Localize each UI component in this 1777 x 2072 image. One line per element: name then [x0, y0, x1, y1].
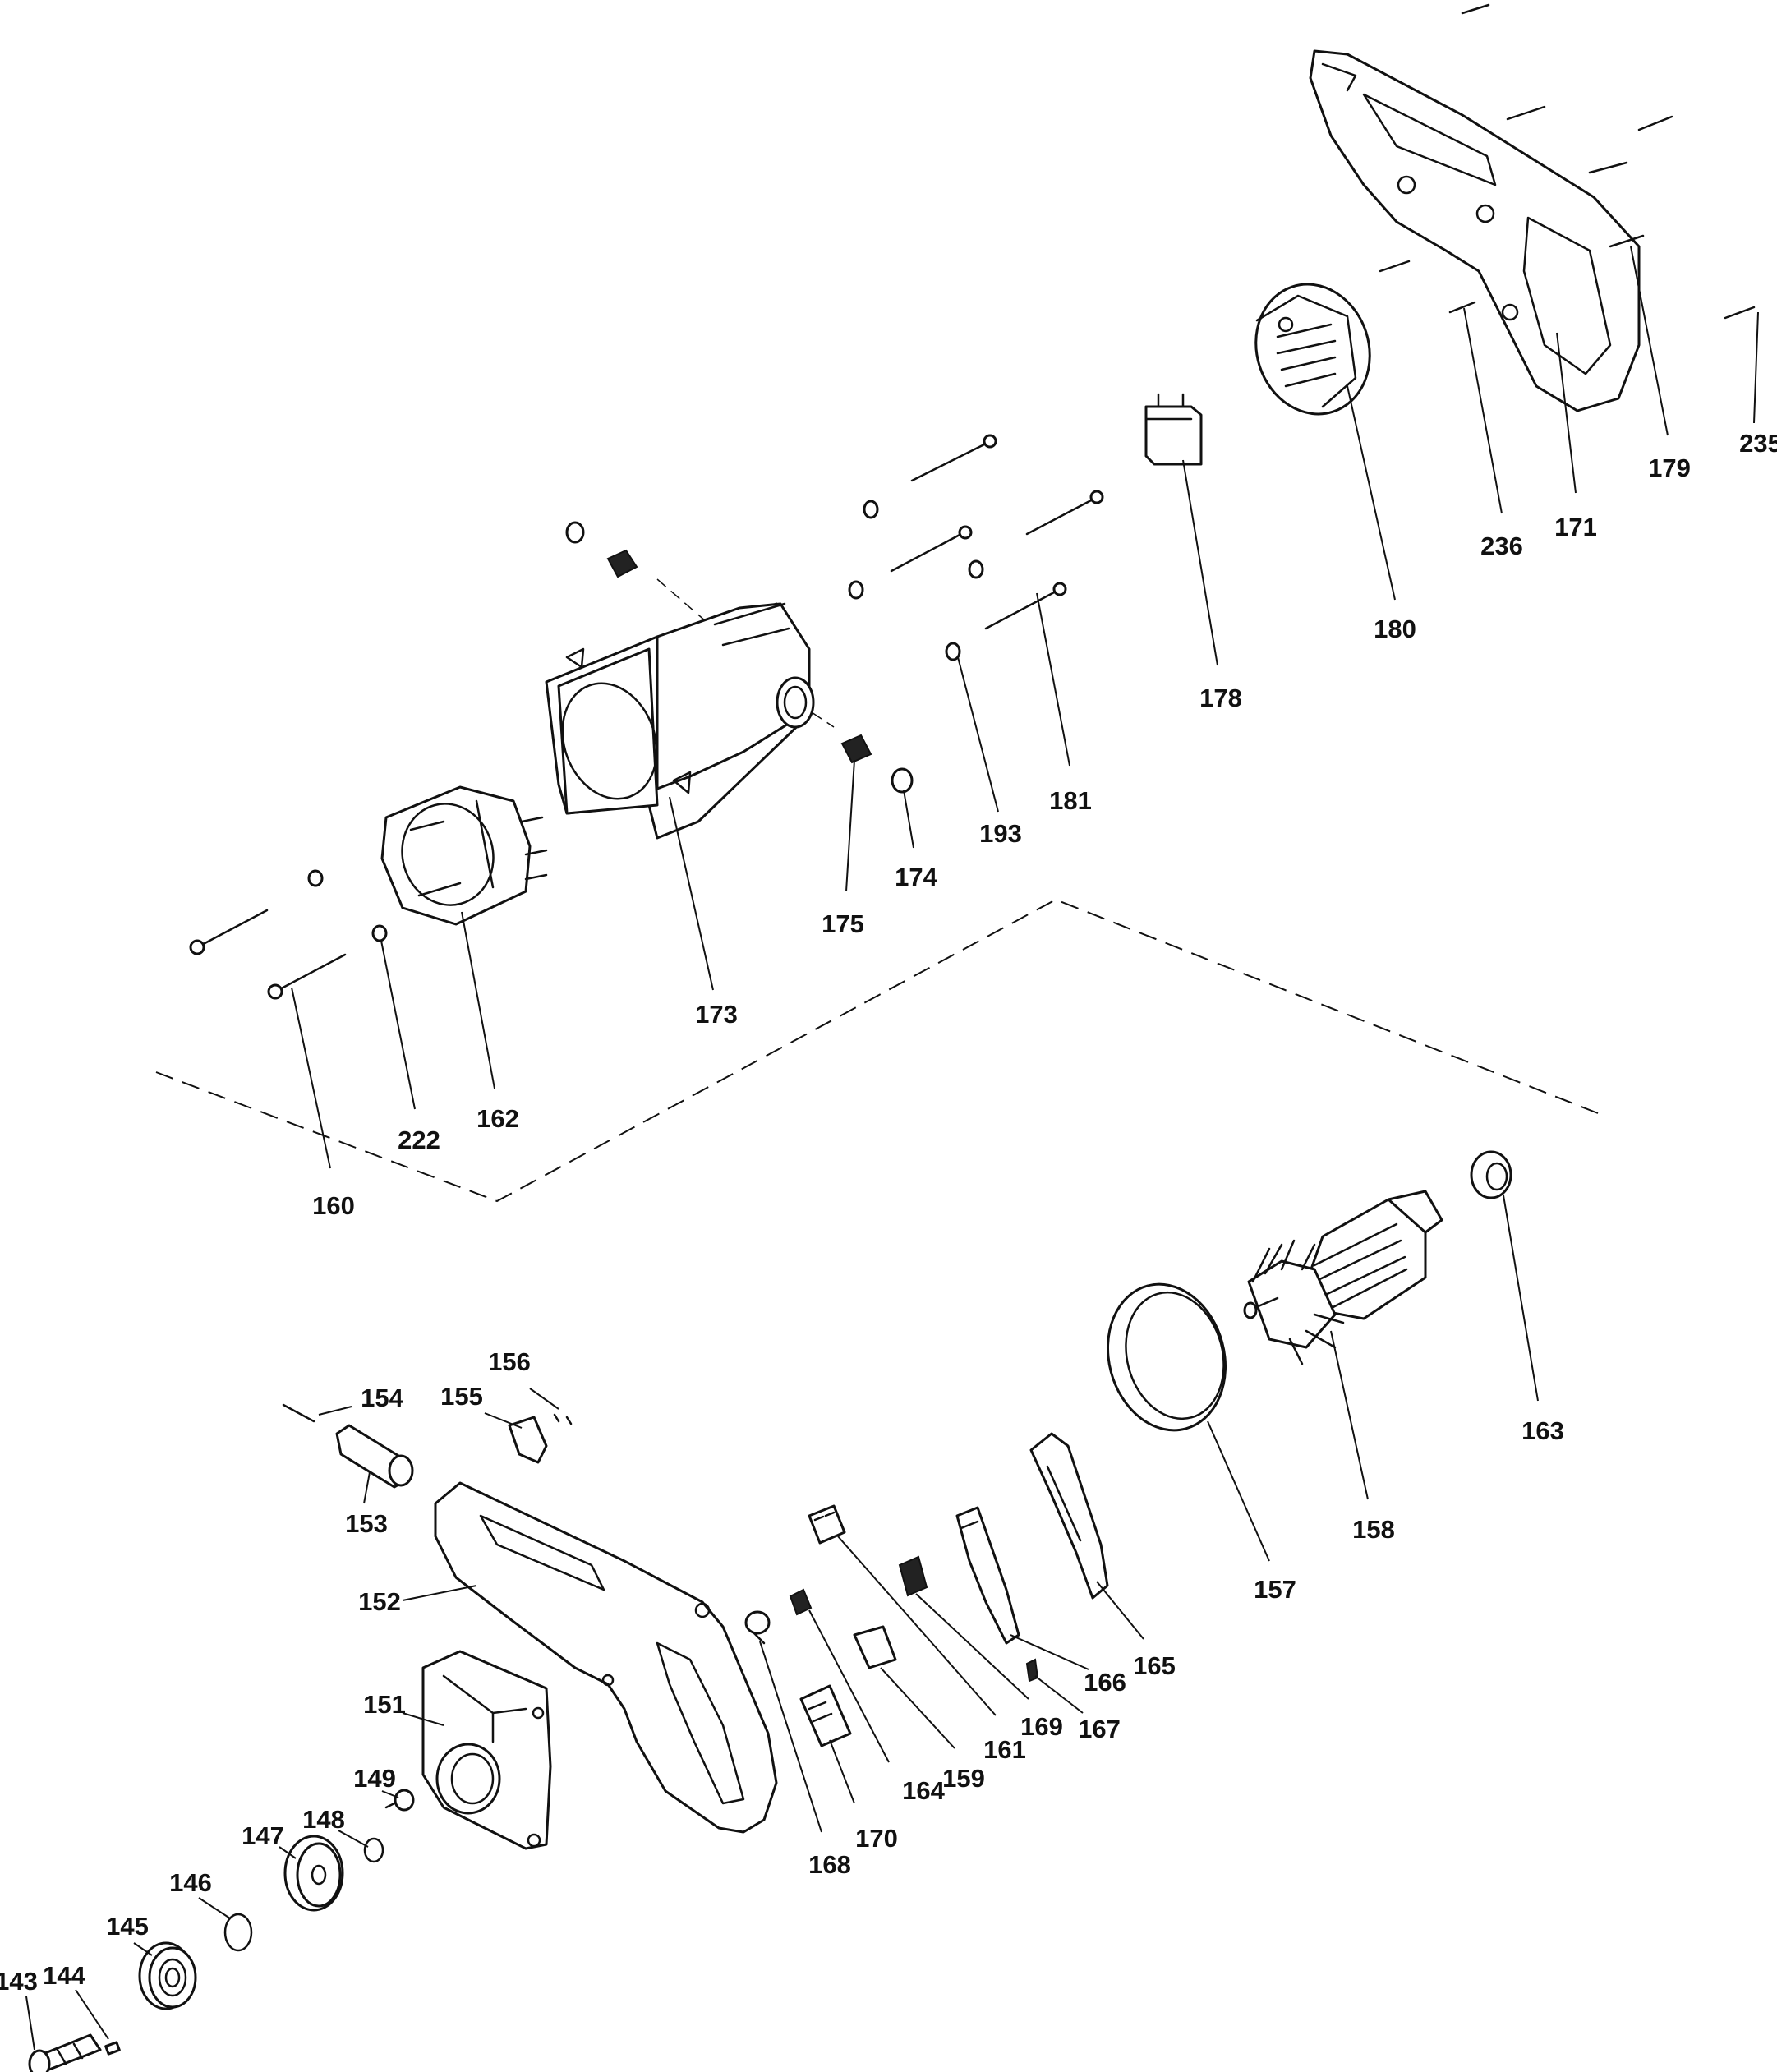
retaining-ring-148: [363, 1837, 384, 1863]
key-144: [104, 2041, 121, 2056]
part-number: 168: [808, 1850, 851, 1879]
lock-button-155: [508, 1416, 548, 1464]
part-number: 155: [440, 1382, 483, 1411]
part-number: 148: [302, 1805, 345, 1834]
screws-235-236-179: [1379, 3, 1756, 320]
part-number: 145: [106, 1912, 149, 1941]
screw-149: [384, 1789, 415, 1812]
part-number: 166: [1084, 1668, 1126, 1697]
baffle-ring-157: [1106, 1282, 1227, 1432]
screws-160: [189, 909, 347, 1000]
part-number: 143: [0, 1967, 38, 1996]
part-number: 193: [979, 819, 1022, 848]
part-number: 173: [695, 1000, 738, 1029]
part-number: 146: [169, 1868, 212, 1897]
part-number: 158: [1352, 1515, 1395, 1544]
trigger-165: [1029, 1432, 1109, 1600]
retaining-ring-146: [223, 1913, 253, 1952]
cord-boot-153: [335, 1424, 414, 1489]
switch-lever-166: [955, 1506, 1020, 1645]
axis-line: [656, 578, 707, 623]
assembly-boundary-line: [155, 898, 1599, 1203]
ball-bearing-145: [138, 1941, 197, 2010]
part-number: 236: [1480, 532, 1523, 560]
part-number: 163: [1521, 1416, 1564, 1445]
spring-167: [1025, 1658, 1039, 1683]
part-number: 157: [1254, 1575, 1296, 1604]
part-number: 160: [312, 1191, 355, 1220]
terminal-block-161: [808, 1504, 846, 1545]
part-number: 179: [1648, 454, 1691, 482]
part-number: 169: [1020, 1712, 1063, 1741]
part-number: 154: [361, 1384, 403, 1412]
handle-housing-152: [434, 1481, 778, 1834]
part-number: 147: [242, 1821, 284, 1850]
washers-193: [848, 500, 984, 661]
part-number: 181: [1049, 786, 1092, 815]
part-number: 159: [942, 1764, 985, 1793]
capacitor-178: [1144, 393, 1203, 466]
part-number: 174: [895, 863, 937, 891]
part-number: 178: [1199, 684, 1242, 712]
switch-170: [799, 1684, 852, 1747]
part-number: 171: [1554, 513, 1597, 541]
part-number: 156: [488, 1347, 531, 1376]
cord-clamp-164: [789, 1588, 813, 1616]
bearing-retainer-147: [283, 1835, 344, 1912]
spindle-143: [28, 2033, 102, 2072]
armature-158: [1243, 1190, 1443, 1365]
part-number: 164: [902, 1776, 945, 1805]
part-number-labels: 235 179 171 236 180 178 181 193 174 175 …: [0, 429, 1777, 1996]
part-number: 144: [43, 1961, 85, 1990]
leader-lines: [25, 246, 1759, 2051]
brush-cap-174: [891, 767, 914, 794]
switch-169: [898, 1555, 928, 1597]
part-number: 162: [476, 1104, 519, 1133]
field-stator-162: [380, 785, 548, 926]
pin-154: [282, 1403, 315, 1423]
part-number: 149: [353, 1764, 396, 1793]
motor-bolts-181: [890, 434, 1104, 630]
part-number: 167: [1078, 1715, 1121, 1743]
part-number: 151: [363, 1690, 406, 1719]
part-number: 161: [983, 1735, 1026, 1764]
insulator-159: [853, 1625, 897, 1669]
cord-protector-168: [744, 1610, 771, 1645]
part-number: 175: [822, 909, 864, 938]
motor-housing-173: [545, 602, 815, 840]
brush-holder-top: [565, 521, 638, 578]
part-number: 222: [398, 1126, 440, 1154]
gear-case-151: [421, 1650, 552, 1850]
brush-cover-180: [1254, 283, 1371, 416]
screws-156: [553, 1413, 573, 1425]
part-number: 235: [1739, 429, 1777, 458]
brush-holder-175: [840, 734, 872, 764]
washers-222: [307, 869, 388, 942]
part-number: 180: [1374, 615, 1416, 643]
part-number: 165: [1133, 1651, 1176, 1680]
bearing-163: [1470, 1150, 1512, 1199]
part-number: 152: [358, 1587, 401, 1616]
rear-housing-half-171: [1309, 49, 1641, 412]
part-number: 170: [855, 1824, 898, 1853]
part-number: 153: [345, 1509, 388, 1538]
